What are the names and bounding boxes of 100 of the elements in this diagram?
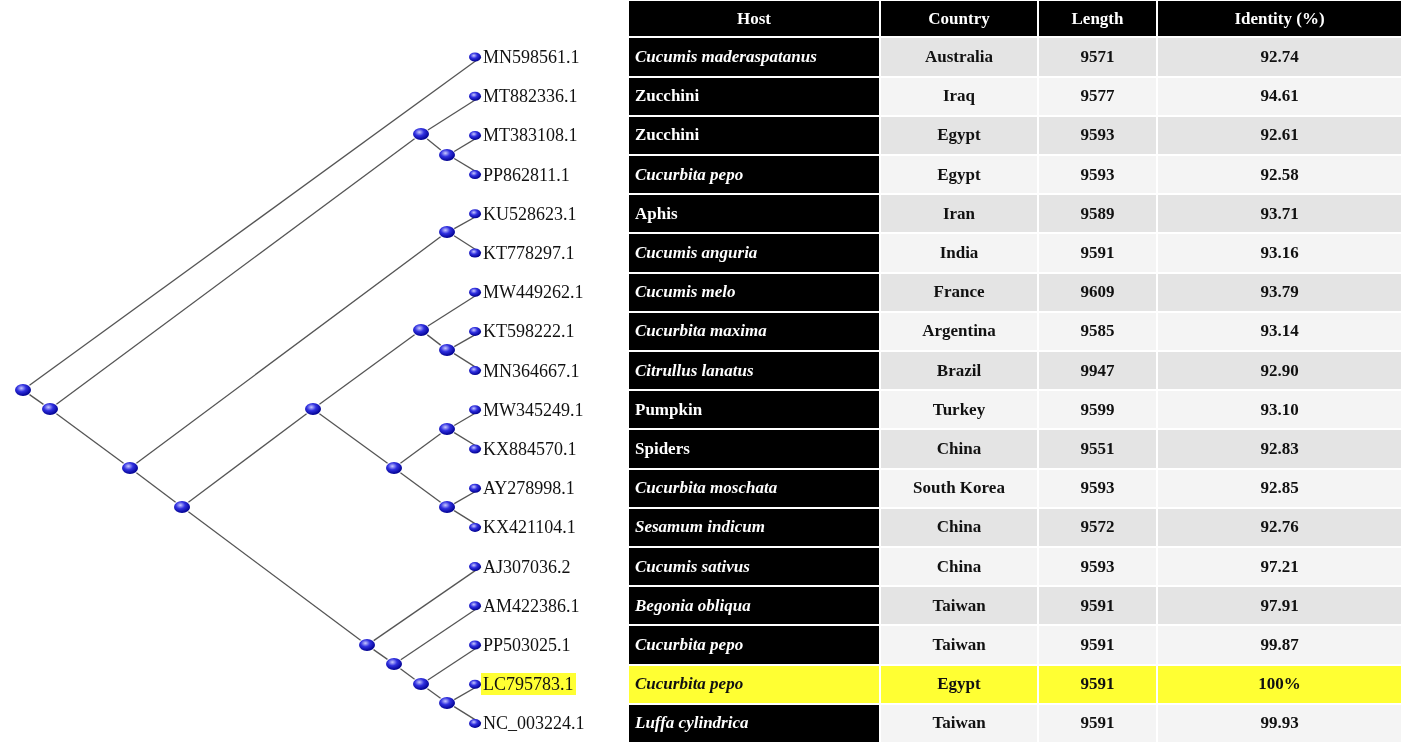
identity-cell: 93.71 bbox=[1157, 194, 1402, 234]
host-name-cell: Zucchini bbox=[628, 76, 880, 116]
length-cell: 9591 bbox=[1038, 625, 1157, 665]
tree-branch bbox=[426, 138, 442, 151]
taxon-label: AM422386.1 bbox=[481, 594, 582, 617]
tree-branch bbox=[453, 326, 482, 348]
country-cell: Egypt bbox=[880, 115, 1038, 155]
tree-branch bbox=[453, 483, 482, 505]
tree-branch bbox=[453, 405, 482, 427]
tree-branch bbox=[318, 413, 389, 464]
tree-branch bbox=[318, 334, 416, 405]
country-cell: India bbox=[880, 233, 1038, 273]
node-circle bbox=[413, 678, 429, 690]
tree-branch bbox=[453, 510, 482, 532]
tree-branch bbox=[453, 157, 482, 180]
country-cell: China bbox=[880, 507, 1038, 547]
identity-cell: 92.83 bbox=[1157, 429, 1402, 469]
taxon-label: LC795783.1 bbox=[481, 673, 576, 696]
node-circle bbox=[439, 149, 455, 161]
identity-cell: 92.90 bbox=[1157, 351, 1402, 391]
tree-branch bbox=[187, 511, 362, 641]
country-cell: Australia bbox=[880, 37, 1038, 77]
taxon-label: AY278998.1 bbox=[481, 477, 577, 500]
tree-branch bbox=[55, 138, 416, 405]
taxon-label: AJ307036.2 bbox=[481, 555, 573, 578]
node-circle bbox=[386, 658, 402, 670]
length-cell: 9599 bbox=[1038, 390, 1157, 430]
tree-branch bbox=[399, 668, 416, 680]
node-circle bbox=[386, 462, 402, 474]
length-cell: 9593 bbox=[1038, 155, 1157, 195]
tree-branch bbox=[28, 52, 482, 386]
identity-cell: 100% bbox=[1157, 664, 1402, 704]
country-cell: Argentina bbox=[880, 311, 1038, 351]
tree-branch bbox=[55, 413, 125, 464]
node-circle bbox=[122, 462, 138, 474]
node-circle bbox=[439, 226, 455, 238]
taxon-label: KX421104.1 bbox=[481, 516, 578, 539]
length-cell: 9591 bbox=[1038, 664, 1157, 704]
country-cell: Brazil bbox=[880, 351, 1038, 391]
tree-branch bbox=[28, 393, 45, 406]
host-name-cell: Cucurbita pepo bbox=[628, 155, 880, 195]
host-name-cell: Cucurbita pepo bbox=[628, 625, 880, 665]
identity-cell: 99.93 bbox=[1157, 703, 1402, 743]
identity-cell: 93.14 bbox=[1157, 311, 1402, 351]
identity-cell: 97.21 bbox=[1157, 547, 1402, 587]
node-circle bbox=[439, 501, 455, 513]
identity-cell: 92.85 bbox=[1157, 468, 1402, 508]
node-circle bbox=[439, 344, 455, 356]
tree-branch bbox=[453, 235, 482, 258]
node-circle bbox=[305, 403, 321, 415]
length-cell: 9571 bbox=[1038, 37, 1157, 77]
tree-branch bbox=[427, 287, 482, 327]
taxon-label: KX884570.1 bbox=[481, 438, 579, 460]
country-cell: Egypt bbox=[880, 664, 1038, 704]
taxon-label: MN598561.1 bbox=[481, 46, 582, 68]
length-cell: 9593 bbox=[1038, 468, 1157, 508]
taxon-label: KT778297.1 bbox=[481, 242, 577, 264]
tree-branch bbox=[399, 433, 442, 464]
node-circle bbox=[413, 324, 429, 336]
country-cell: Iraq bbox=[880, 76, 1038, 116]
identity-cell: 99.87 bbox=[1157, 625, 1402, 665]
host-name-cell: Citrullus lanatus bbox=[628, 351, 880, 391]
tree-branch bbox=[453, 431, 482, 454]
node-circle bbox=[15, 384, 31, 396]
length-cell: 9591 bbox=[1038, 586, 1157, 626]
host-name-cell: Aphis bbox=[628, 194, 880, 234]
country-cell: Egypt bbox=[880, 155, 1038, 195]
country-cell: Turkey bbox=[880, 390, 1038, 430]
country-cell: Iran bbox=[880, 194, 1038, 234]
node-circle bbox=[413, 128, 429, 140]
tree-branch bbox=[453, 353, 482, 376]
host-name-cell: Cucurbita pepo bbox=[628, 664, 880, 704]
taxon-label: NC_003224.1 bbox=[481, 712, 587, 735]
tree-branch bbox=[426, 334, 442, 346]
node-circle bbox=[439, 423, 455, 435]
length-cell: 9585 bbox=[1038, 311, 1157, 351]
taxon-label: KT598222.1 bbox=[481, 320, 577, 343]
host-name-cell: Cucumis melo bbox=[628, 272, 880, 312]
column-header: Host bbox=[628, 0, 880, 38]
column-header: Identity (%) bbox=[1157, 0, 1402, 38]
tree-branch bbox=[187, 413, 308, 503]
taxon-label: MN364667.1 bbox=[481, 359, 582, 382]
country-cell: Taiwan bbox=[880, 703, 1038, 743]
country-cell: South Korea bbox=[880, 468, 1038, 508]
length-cell: 9591 bbox=[1038, 703, 1157, 743]
tree-branch bbox=[453, 706, 482, 728]
taxon-label: MW449262.1 bbox=[481, 281, 586, 304]
country-cell: China bbox=[880, 429, 1038, 469]
length-cell: 9593 bbox=[1038, 547, 1157, 587]
taxon-label: PP503025.1 bbox=[481, 634, 573, 656]
identity-cell: 92.58 bbox=[1157, 155, 1402, 195]
host-name-cell: Cucurbita maxima bbox=[628, 311, 880, 351]
host-name-cell: Zucchini bbox=[628, 115, 880, 155]
length-cell: 9589 bbox=[1038, 194, 1157, 234]
tree-branch bbox=[426, 688, 442, 699]
node-circle bbox=[42, 403, 58, 415]
column-header: Country bbox=[880, 0, 1038, 38]
node-circle bbox=[174, 501, 190, 513]
identity-cell: 97.91 bbox=[1157, 586, 1402, 626]
host-name-cell: Begonia obliqua bbox=[628, 586, 880, 626]
